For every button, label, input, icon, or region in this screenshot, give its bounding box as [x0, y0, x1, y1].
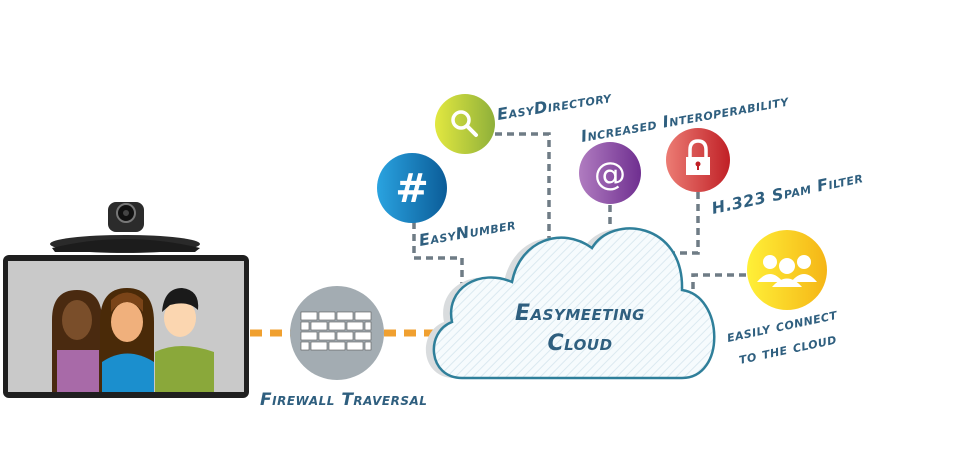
hash-icon: # — [395, 166, 429, 212]
video-conference-device — [3, 202, 249, 398]
easynumber-node: # EasyNumber — [377, 153, 517, 250]
cloud-title-line2: Cloud — [547, 331, 612, 356]
people-illustration — [52, 288, 214, 392]
search-icon — [451, 110, 478, 137]
easymeeting-cloud: Easymeeting Cloud — [425, 227, 716, 380]
cloud-title-line1: Easymeeting — [515, 301, 645, 326]
firewall-icon — [290, 286, 384, 380]
easydirectory-label: EasyDirectory — [496, 87, 614, 124]
spam-filter-node: H.323 Spam Filter — [666, 128, 865, 218]
spam-filter-label: H.323 Spam Filter — [710, 167, 865, 218]
group-icon — [757, 255, 817, 287]
firewall-label: Firewall Traversal — [260, 390, 427, 410]
at-sign-icon: @ — [594, 155, 626, 193]
connectors — [250, 132, 746, 337]
easynumber-label: EasyNumber — [417, 214, 517, 250]
connect-node: easily connect to the cloud — [725, 230, 840, 368]
lock-icon — [686, 139, 710, 175]
